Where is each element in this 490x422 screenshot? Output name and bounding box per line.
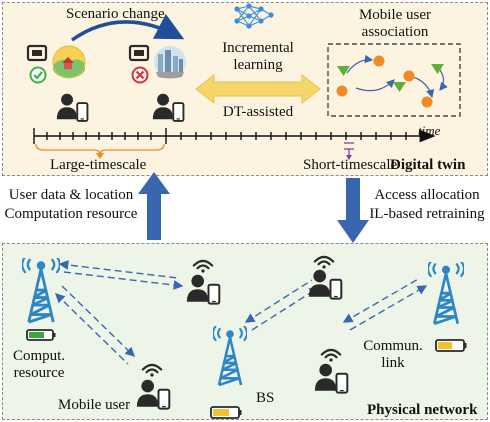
association-box [327,43,461,117]
downlink-arrow [337,178,369,243]
uplink-arrow [138,172,170,240]
cross-badge-icon [131,66,149,84]
user-with-phone-icon [314,362,349,394]
short-timescale-label: Short-timescale [303,157,398,173]
physical-network-panel-label: Physical network [367,402,478,418]
large-timescale-label: Large-timescale [50,157,147,173]
user-with-phone-icon [136,378,171,410]
tower-icon [213,326,247,387]
commun-link-label: Commun. link [363,338,423,371]
mobile-user-label: Mobile user [58,397,131,413]
scenario-change-arrow [70,13,185,42]
digital-twin-panel-label: Digital twin [390,157,466,173]
wifi-signal-icon [192,259,214,273]
battery-icon [435,339,467,352]
wifi-signal-icon [141,363,163,377]
wifi-signal-icon [320,348,342,362]
mobile-user-association-label: Mobile user association [358,7,432,40]
user-with-phone-icon [186,273,221,305]
user-with-phone-icon [152,92,185,122]
user-with-phone-icon [56,92,89,122]
comput-resource-label: Comput. resource [12,348,66,381]
dt-assisted-label: DT-assisted [222,104,294,120]
user-with-phone-icon [308,268,343,300]
neural-network-icon [234,3,274,29]
physical-network-panel [2,243,488,420]
scenario-network-icon [26,44,48,62]
wifi-signal-icon [313,255,335,269]
downlink-label: Access allocation IL-based retraining [369,187,485,222]
check-badge-icon [29,66,47,84]
communication-links [54,260,428,365]
scenario-change-label: Scenario change [66,6,165,22]
city-landscape-icon [154,46,186,79]
countryside-landscape-icon [52,45,86,79]
battery-icon [26,329,56,341]
tower-icon [22,258,60,324]
bs-label: BS [256,390,275,406]
incremental-learning-label: Incremental learning [222,40,294,73]
dt-assisted-arrow [195,73,321,105]
short-timescale-marker [344,142,354,160]
tower-icon [428,262,464,326]
time-axis-label: time [418,123,441,138]
uplink-label: User data & location Computation resourc… [4,187,138,222]
time-ticks [33,128,407,144]
scenario-network-icon [128,44,150,62]
battery-icon [210,406,242,419]
association-graph [336,54,448,108]
